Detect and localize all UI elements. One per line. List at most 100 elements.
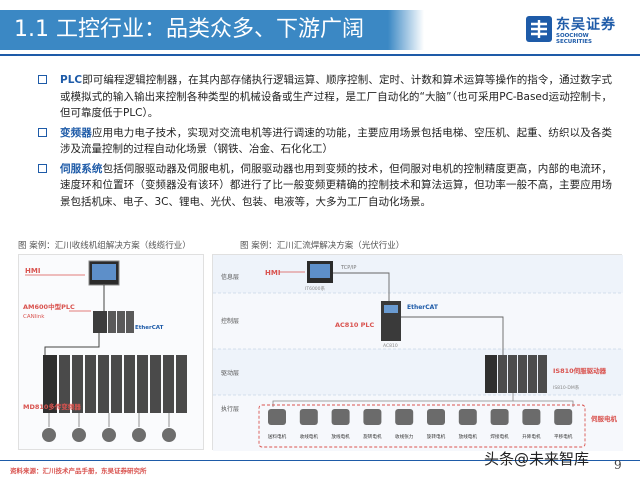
slide-title: 1.1 工控行业：品类众多、下游广阔: [0, 10, 388, 50]
drive-module: [176, 355, 187, 413]
bullet-list: PLC即可编程逻辑控制器，在其内部存储执行逻辑运算、顺序控制、定时、计数和算术运…: [36, 72, 612, 213]
watermark-text: 头条@未来智库: [484, 450, 590, 468]
ac810-label: AC810 PLC: [335, 321, 375, 329]
servo-module: [528, 355, 537, 393]
layer-label-exec: 执行层: [221, 405, 239, 413]
servo-module: [518, 355, 527, 393]
ethercat-link: [401, 316, 504, 355]
drive-module: [59, 355, 70, 413]
motor-icon: [42, 428, 56, 442]
layer-label-info: 信息层: [221, 273, 239, 281]
bullet-servo: 伺服系统包括伺服驱动器及伺服电机，伺服驱动器也用到变频的技术，但伺服对电机的控制…: [36, 161, 612, 211]
header-divider: [0, 54, 640, 56]
ethercat-label: EtherCAT: [407, 304, 439, 311]
plc-module-4: [126, 311, 134, 333]
motor-name-label: 旋转电机: [427, 433, 446, 440]
bullet-text: 即可编程逻辑控制器，在其内部存储执行逻辑运算、顺序控制、定时、计数和算术运算等操…: [60, 74, 612, 119]
drive-module: [98, 355, 109, 413]
servo-motor-icon: [427, 409, 445, 425]
servo-module: [538, 355, 547, 393]
motor-name-label: 升降电机: [522, 433, 541, 440]
plc-module-3: [117, 311, 125, 333]
logo-english-name: SOOCHOW SECURITIES: [556, 33, 593, 45]
solar-welding-solution-diagram: 信息层 控制层 驱动层 执行层 HMI IT6000系 TCP/IP AC810…: [212, 254, 623, 451]
drive-label: MD810多传变频器: [23, 402, 81, 411]
servo-motor-icon: [522, 409, 541, 425]
servo-motor-icon: [331, 409, 350, 425]
bullet-inverter: 变频器应用电力电子技术，实现对交流电机等进行调速的功能，主要应用场景包括电梯、空…: [36, 125, 612, 158]
soochow-logo: 东吴证券 SOOCHOW SECURITIES: [526, 14, 622, 46]
motor-name-label: 平移电机: [554, 433, 573, 440]
ac810-box-label: AC810: [383, 343, 398, 349]
plc-drive-link: [44, 333, 100, 355]
is810-label: IS810伺服驱动器: [553, 366, 607, 375]
servo-motor-label: 伺服电机: [590, 414, 618, 423]
hmi-display: [310, 264, 330, 278]
drive-module: [85, 355, 96, 413]
title-band-fade: [388, 10, 424, 50]
footer-divider: [0, 460, 640, 461]
drive-module: [137, 355, 148, 413]
slide-header: 1.1 工控行业：品类众多、下游广阔 东吴证券 SOOCHOW SECURITI…: [0, 0, 640, 56]
is810-model: IS810-DM系: [553, 384, 580, 391]
source-note: 资料来源：汇川技术产品手册，东吴证券研究所: [10, 467, 147, 475]
caption-left: 图 案例：汇川收线机组解决方案（线缆行业）: [18, 241, 191, 251]
ethercat-label: EtherCAT: [135, 325, 164, 331]
motor-name-label: 收线张力: [395, 433, 414, 440]
hmi-label: HMI: [265, 269, 280, 277]
layer-label-control: 控制层: [221, 317, 239, 325]
logo-chinese-name: 东吴证券: [556, 17, 616, 33]
cable-line-solution-diagram: HMI AM600中型PLC CANlink EtherCAT: [18, 254, 204, 450]
md810-drive-rack: [43, 355, 187, 413]
motor-name-label: 焊接电机: [490, 433, 509, 440]
checkbox-square-icon: [38, 163, 47, 173]
servo-motor-icon: [395, 409, 414, 425]
motor-icon: [72, 428, 86, 442]
motor-cables: [48, 413, 170, 427]
layer-band-control: [213, 293, 623, 349]
motor-name-label: 收线电机: [300, 433, 319, 440]
bullet-plc: PLC即可编程逻辑控制器，在其内部存储执行逻辑运算、顺序控制、定时、计数和算术运…: [36, 72, 612, 122]
hmi-label: HMI: [25, 267, 40, 275]
ac810-indicator: [384, 305, 398, 313]
plc-module-1: [93, 311, 107, 333]
soochow-logo-icon: [526, 16, 552, 42]
solar-diagram-svg: 信息层 控制层 驱动层 执行层 HMI IT6000系 TCP/IP AC810…: [213, 255, 623, 451]
checkbox-square-icon: [38, 127, 47, 137]
layer-dividers: [213, 292, 623, 396]
motor-row: [42, 413, 176, 442]
bullet-term: 伺服系统: [60, 162, 103, 175]
drive-module: [150, 355, 161, 413]
motor-name-label: 旋转电机: [363, 433, 382, 440]
bullet-term: PLC: [60, 74, 83, 86]
layer-band-info: [213, 255, 623, 293]
bullet-text: 应用电力电子技术，实现对交流电机等进行调速的功能，主要应用场景包括电梯、空压机、…: [60, 126, 613, 156]
servo-module: [498, 355, 507, 393]
drive-module: [43, 355, 57, 413]
bullet-term: 变频器: [60, 126, 92, 139]
hmi-model: IT6000系: [305, 285, 326, 292]
drive-module: [124, 355, 135, 413]
hmi-display: [92, 264, 116, 280]
motor-icon: [162, 428, 176, 442]
motor-name-label: 放线电机: [459, 433, 478, 440]
layer-label-drive: 驱动层: [221, 370, 239, 377]
servo-motor-icon: [268, 409, 286, 425]
motor-slots: 送料电机 收线电机 放线电机 旋转电机 收线张力 旋转电机 放线电机 焊接电机 升降电机 平移电机: [268, 409, 573, 440]
bullet-text: 包括伺服驱动器及伺服电机，伺服驱动器也用到变频的技术，但伺服对电机的控制精度更高…: [60, 162, 613, 208]
drive-module: [163, 355, 174, 413]
servo-module: [508, 355, 517, 393]
motor-icon: [102, 428, 116, 442]
plc-label: AM600中型PLC: [23, 302, 75, 311]
servo-motor-icon: [490, 409, 509, 425]
motor-icon: [132, 428, 146, 442]
motor-name-label: 送料电机: [268, 433, 287, 440]
motor-name-label: 放线电机: [331, 433, 350, 440]
cable-line-diagram-svg: HMI AM600中型PLC CANlink EtherCAT: [23, 260, 187, 442]
page-number: 9: [614, 458, 622, 472]
tcpip-label: TCP/IP: [340, 265, 356, 271]
servo-motor-icon: [363, 409, 382, 425]
motor-group-outline: [258, 404, 586, 448]
plc-module-2: [108, 311, 116, 333]
caption-right: 图 案例：汇川汇流焊解决方案（光伏行业）: [240, 241, 405, 251]
